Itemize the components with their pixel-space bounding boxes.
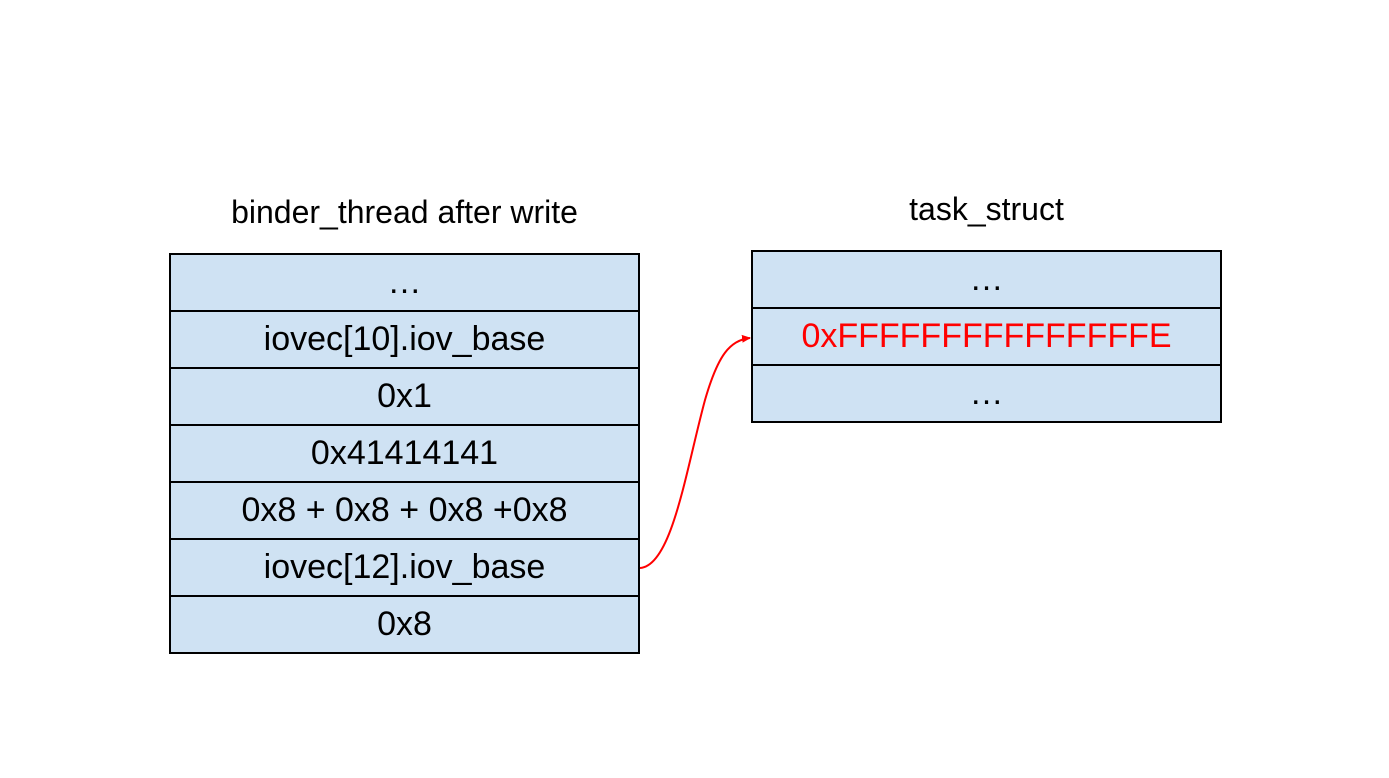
binder-thread-row-0x1: 0x1 — [171, 369, 638, 426]
binder-thread-row-iovec10-base: iovec[10].iov_base — [171, 312, 638, 369]
task-struct-title: task_struct — [909, 191, 1064, 227]
task-struct-row-ellipsis-bottom: … — [969, 374, 1004, 412]
task-struct-row-overwritten-value: 0xFFFFFFFFFFFFFFFE — [753, 309, 1220, 366]
binder-thread-row-0x8: 0x8 — [377, 605, 432, 643]
binder-thread-row-ellipsis: … — [171, 255, 638, 312]
task-struct: … 0xFFFFFFFFFFFFFFFE … — [751, 250, 1222, 423]
binder-thread-struct: … iovec[10].iov_base 0x1 0x41414141 0x8 … — [169, 253, 640, 654]
binder-thread-row-0x41414141: 0x41414141 — [171, 426, 638, 483]
binder-thread-title: binder_thread after write — [231, 194, 578, 230]
binder-thread-row-length-sum: 0x8 + 0x8 + 0x8 +0x8 — [171, 483, 638, 540]
iovec12-to-task-struct-arrow — [639, 334, 751, 569]
binder-thread-row-iovec12-base: iovec[12].iov_base — [171, 540, 638, 597]
task-struct-row-ellipsis-top: … — [753, 252, 1220, 309]
